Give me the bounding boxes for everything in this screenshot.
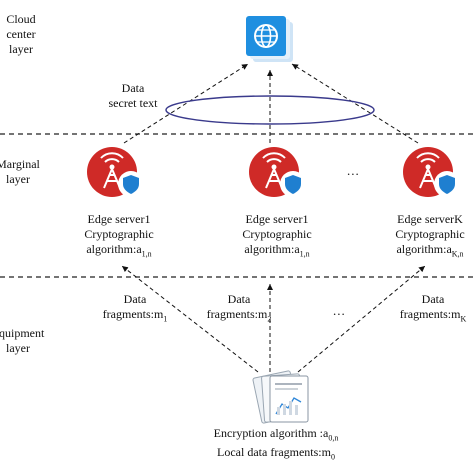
cloud-layer-label: Cloud center layer: [6, 12, 35, 57]
edge-server-algorithm: algorithm:a1,n: [86, 242, 152, 259]
marginal-layer-label-line1: Marginal: [0, 157, 40, 171]
shield-icon: [118, 171, 144, 197]
arrow-edgek-to-cloud: [291, 63, 419, 144]
fragment-1-label: Data fragments:m1: [103, 292, 168, 326]
edge-server-2-label: Edge server1 Cryptographic algorithm:a1,…: [242, 212, 311, 261]
device-encryption-algorithm: Encryption algorithm :a0,n: [213, 426, 339, 443]
edge-server-algorithm: algorithm:aK,n: [396, 242, 464, 259]
document-stack-icon: [252, 370, 309, 424]
fragment-label-line1: Data: [227, 292, 251, 306]
equipment-layer-label: Equipment layer: [0, 326, 44, 356]
shield-icon: [280, 171, 306, 197]
edge-server-ellipsis: ...: [347, 163, 360, 178]
edge-server-name: Edge server1: [87, 212, 151, 226]
cloud-layer-label-line3: layer: [9, 42, 33, 56]
antenna-icon: [249, 147, 306, 197]
device-label: Encryption algorithm :a0,n Local data fr…: [214, 426, 339, 465]
shield-icon: [434, 171, 460, 197]
secret-text-label-line2: secret text: [108, 96, 158, 110]
edge-server-1-label: Edge server1 Cryptographic algorithm:a1,…: [84, 212, 153, 261]
arrow-device-to-edge1: [121, 265, 259, 373]
edge-server-role: Cryptographic: [84, 227, 154, 241]
equipment-layer-label-line1: Equipment: [0, 326, 45, 340]
fragment-label-line2: fragments:m1: [102, 307, 168, 324]
secret-text-label-line1: Data: [121, 81, 145, 95]
marginal-layer-label-line2: layer: [6, 172, 30, 186]
edge-server-name: Edge server1: [245, 212, 309, 226]
secret-text-label: Data secret text: [109, 81, 158, 111]
fragment-label-line2: fragments:mK: [399, 307, 467, 324]
fragment-label-line1: Data: [421, 292, 445, 306]
edge-server-role: Cryptographic: [395, 227, 465, 241]
secret-text-ellipse: [165, 95, 375, 125]
arrow-edge1-to-cloud: [123, 63, 249, 144]
equipment-layer-label-line2: layer: [6, 341, 30, 355]
antenna-icon: [403, 147, 460, 197]
fragment-k-label: Data fragments:mK: [400, 292, 466, 326]
cloud-layer-label-line2: center: [6, 27, 36, 41]
antenna-icon: [87, 147, 144, 197]
marginal-layer-label: Marginal layer: [0, 157, 40, 187]
cloud-layer-label-line1: Cloud: [6, 12, 36, 26]
fragment-label-line2: fragments:m2: [206, 307, 272, 324]
fragment-2-label: Data fragments:m2: [207, 292, 272, 326]
fragment-label-line1: Data: [123, 292, 147, 306]
device-local-fragments: Local data fragments:m0: [217, 445, 335, 462]
edge-server-name: Edge serverK: [397, 212, 463, 226]
edge-server-algorithm: algorithm:a1,n: [244, 242, 310, 259]
edge-server-role: Cryptographic: [242, 227, 312, 241]
edge-server-k-label: Edge serverK Cryptographic algorithm:aK,…: [395, 212, 464, 261]
fragment-ellipsis: ...: [333, 303, 346, 318]
globe-icon: [246, 16, 293, 62]
